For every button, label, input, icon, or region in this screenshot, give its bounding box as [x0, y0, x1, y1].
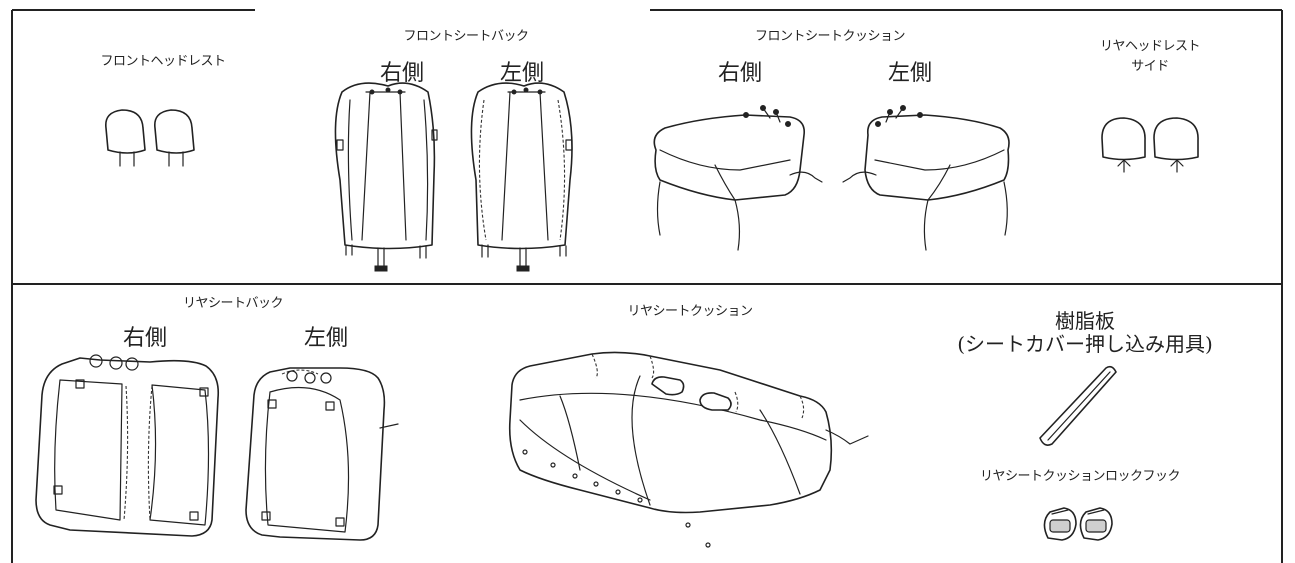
front-cushion-left-label: 左側 [887, 61, 933, 86]
rear-headrest-side-label-line1: リヤヘッドレスト [1099, 39, 1201, 54]
resin-plate [1039, 365, 1117, 446]
rear-cushion [508, 351, 869, 548]
front-headrest-right [154, 109, 195, 167]
front-cushion-right-label: 右側 [717, 61, 763, 86]
rear-seatback-label: リヤシートバック [182, 296, 284, 311]
rear-headrest-side-right [1153, 117, 1199, 173]
rear-cushion-label: リヤシートクッション [627, 304, 753, 319]
front-seatback-right-label: 右側 [379, 61, 425, 86]
rear-seatback-right [35, 354, 220, 537]
front-headrest-label: フロントヘッドレスト [100, 54, 226, 69]
front-cushion-right [653, 105, 823, 251]
front-seatback-left-label: 左側 [499, 61, 545, 86]
front-seatback-left [470, 82, 573, 272]
cushion-lock-hook-label: リヤシートクッションロックフック [979, 469, 1181, 484]
rear-seatback-left-label: 左側 [303, 326, 349, 351]
resin-plate-label-line1: 樹脂板 [1055, 309, 1115, 333]
frame [11, 9, 1283, 563]
rear-headrest-side-label-line2: サイド [1131, 59, 1169, 74]
rear-seatback-right-label: 右側 [122, 326, 168, 351]
cushion-lock-hook-right [1079, 507, 1113, 541]
resin-plate-label-line2: (シートカバー押し込み用具) [957, 332, 1213, 356]
front-seatback-right [334, 82, 438, 272]
front-cushion-label: フロントシートクッション [754, 29, 906, 44]
rear-headrest-side-left [1101, 117, 1146, 173]
front-seatback-label: フロントシートバック [403, 29, 529, 44]
front-cushion-left [842, 105, 1010, 251]
cushion-lock-hook-left [1043, 507, 1077, 541]
front-headrest-left [105, 109, 146, 167]
rear-seatback-left [245, 367, 399, 541]
